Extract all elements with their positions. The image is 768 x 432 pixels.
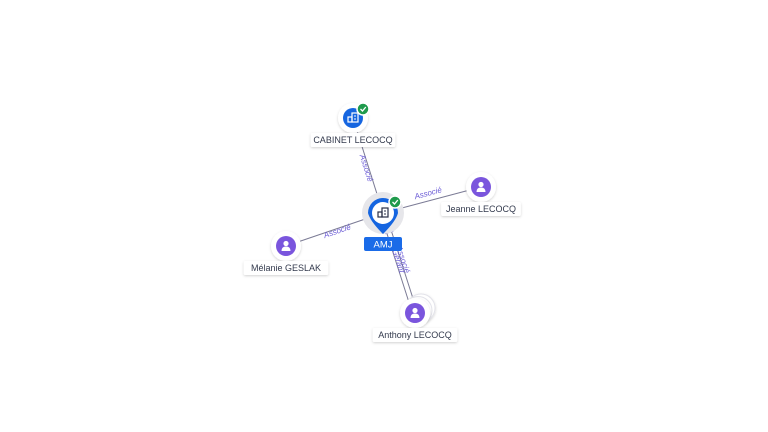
person-icon [410,307,420,318]
edge-label: Associé [322,222,353,240]
node-melanie[interactable]: Mélanie GESLAK [243,231,329,275]
center-node[interactable]: AMJ [362,192,404,251]
edge-label: Associé [412,185,443,201]
verified-check-icon [356,102,370,116]
building-icon [377,207,389,218]
node-label: Jeanne LECOCQ [446,204,516,214]
center-label: AMJ [374,240,393,251]
edge-label: Associé [357,152,374,183]
building-icon [347,112,359,123]
person-icon [476,181,486,192]
nodes-layer: CABINET LECOCQ Jeanne LECOCQ Mélanie GESLA… [243,102,521,342]
node-anthony[interactable]: Anthony LECOCQ [372,293,458,342]
node-jeanne[interactable]: Jeanne LECOCQ [441,172,521,216]
verified-check-icon [388,195,402,209]
node-label: CABINET LECOCQ [313,135,392,145]
center-label-box [364,237,402,251]
node-cabinet[interactable]: CABINET LECOCQ [310,102,396,147]
node-label: Anthony LECOCQ [378,330,452,340]
node-label: Mélanie GESLAK [251,263,321,273]
person-icon [281,240,291,251]
